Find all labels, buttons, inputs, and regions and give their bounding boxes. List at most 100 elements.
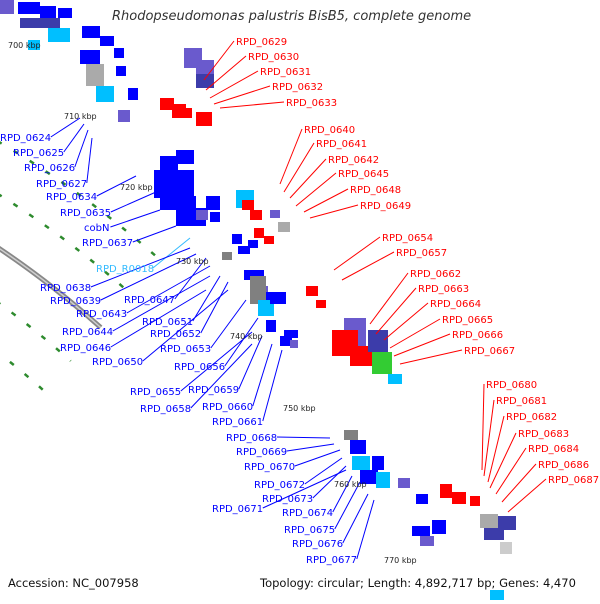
gene-block [350,440,366,454]
gene-label: RPD_0651 [142,317,193,328]
leader-line [112,275,211,332]
leader-line [356,499,375,560]
leader-line [86,137,93,184]
gene-label: RPD_0632 [272,82,323,93]
leader-line [96,175,137,197]
gene-block [210,212,220,222]
gene-block [116,66,126,76]
gene-label: RPD_0633 [286,98,337,109]
gene-block [280,336,292,346]
backbone-highlight [0,248,102,329]
leader-line [342,493,369,544]
gene-block [154,186,194,198]
gene-label: RPD_0647 [124,295,175,306]
gene-block [250,276,266,304]
leader-line [90,247,191,288]
gene-label: RPD_0676 [292,539,343,550]
gene-block [350,346,372,366]
gene-label: RPD_0687 [548,475,599,486]
gene-label: RPD_0635 [60,208,111,219]
gene-block [398,478,410,488]
gene-label: RPD_0626 [24,163,75,174]
gene-features [0,0,516,600]
gene-label: RPD_0650 [92,357,143,368]
leader-line [495,447,527,495]
gene-label: RPD_0654 [382,233,433,244]
gene-block [222,252,232,260]
gene-label: RPD_0631 [260,67,311,78]
leader-line [312,465,347,499]
gene-label: RPD_0673 [262,494,313,505]
gene-block [490,590,504,600]
gene-label: RPD_0664 [430,299,481,310]
leader-line [174,257,207,300]
leader-line [209,70,259,99]
gene-label: RPD_0655 [130,387,181,398]
leader-line [262,469,347,509]
leader-line [481,383,485,471]
gene-label: RPD_0625 [13,148,64,159]
leader-line [389,318,441,349]
gene-block [18,2,40,14]
gene-label: RPD_0665 [442,315,493,326]
kbp-tick-label: 730 kbp [176,257,209,266]
gene-block [368,330,388,352]
gene-block [352,456,370,470]
genome-backbone [0,246,103,330]
gene-block [264,236,274,244]
gene-block [58,8,72,18]
kbp-tick-label: 700 kbp [8,41,41,50]
leader-line [219,101,285,109]
leader-line [276,436,331,439]
leader-line [110,289,207,348]
gene-label: RPD_0644 [62,327,113,338]
leader-line [393,333,451,357]
gene-block [500,542,512,554]
gene-block [244,270,264,280]
gene-block [376,472,390,488]
leader-line [213,85,271,105]
gene-block [412,526,430,536]
leader-line [283,142,315,193]
kbp-tick-label: 770 kbp [384,556,417,565]
gene-block [196,74,214,88]
gene-block [0,0,14,14]
gene-label: RPD_0661 [212,417,263,428]
leader-line [238,335,263,390]
gene-block [440,484,452,498]
leader-line [295,172,337,207]
leader-line [279,128,303,185]
gene-label: RPD_0637 [82,238,133,249]
gene-label: RPD_0652 [150,329,201,340]
leader-line [399,349,463,365]
gene-label: RPD_0682 [506,412,557,423]
gene-block [154,170,194,186]
gene-label: RPD_0686 [538,460,589,471]
gene-block [196,112,212,126]
gene-label: RPD_0663 [418,284,469,295]
gene-label: RPD_0671 [212,504,263,515]
leader-line [190,343,253,409]
leader-line [341,251,395,281]
gene-block [270,210,280,218]
gene-block [344,430,358,440]
gene-block [196,210,208,220]
leader-line [489,432,517,489]
gene-block [432,520,446,534]
gene-label: RPD_0653 [160,344,211,355]
gene-label: RPD_0649 [360,201,411,212]
gene-label: RPD_0683 [518,429,569,440]
gene-block [270,292,286,304]
leader-line [501,463,537,503]
gene-block [86,64,104,86]
gene-label: RPD_0624 [0,133,51,144]
leader-line [487,415,505,483]
kbp-tick-label: 740 kbp [230,332,263,341]
gene-label: RPD_0630 [248,52,299,63]
gene-label: RPD_0659 [188,385,239,396]
leader-line [152,237,191,269]
gene-block [360,470,378,484]
gene-block [452,492,466,504]
